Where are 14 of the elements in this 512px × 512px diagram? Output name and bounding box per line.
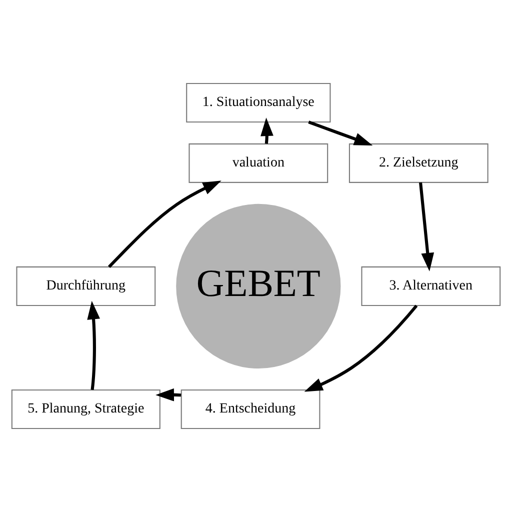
node-box: 2. Zielsetzung bbox=[348, 143, 488, 183]
arrow bbox=[87, 300, 100, 390]
arrow bbox=[308, 120, 373, 146]
node-circle: GEBET bbox=[176, 204, 341, 369]
node-box: 4. Entscheidung bbox=[180, 389, 320, 430]
arrow bbox=[418, 182, 434, 272]
node-box: valuation bbox=[188, 143, 328, 183]
node-box: Durchführung bbox=[16, 266, 156, 306]
arrow bbox=[108, 180, 222, 268]
node-box: 5. Planung, Strategie bbox=[11, 389, 160, 430]
arrow bbox=[260, 118, 274, 144]
node-box: 3. Alternativen bbox=[361, 266, 501, 306]
arrow bbox=[304, 304, 418, 392]
node-box: 1. Situationsanalyse bbox=[186, 82, 331, 123]
